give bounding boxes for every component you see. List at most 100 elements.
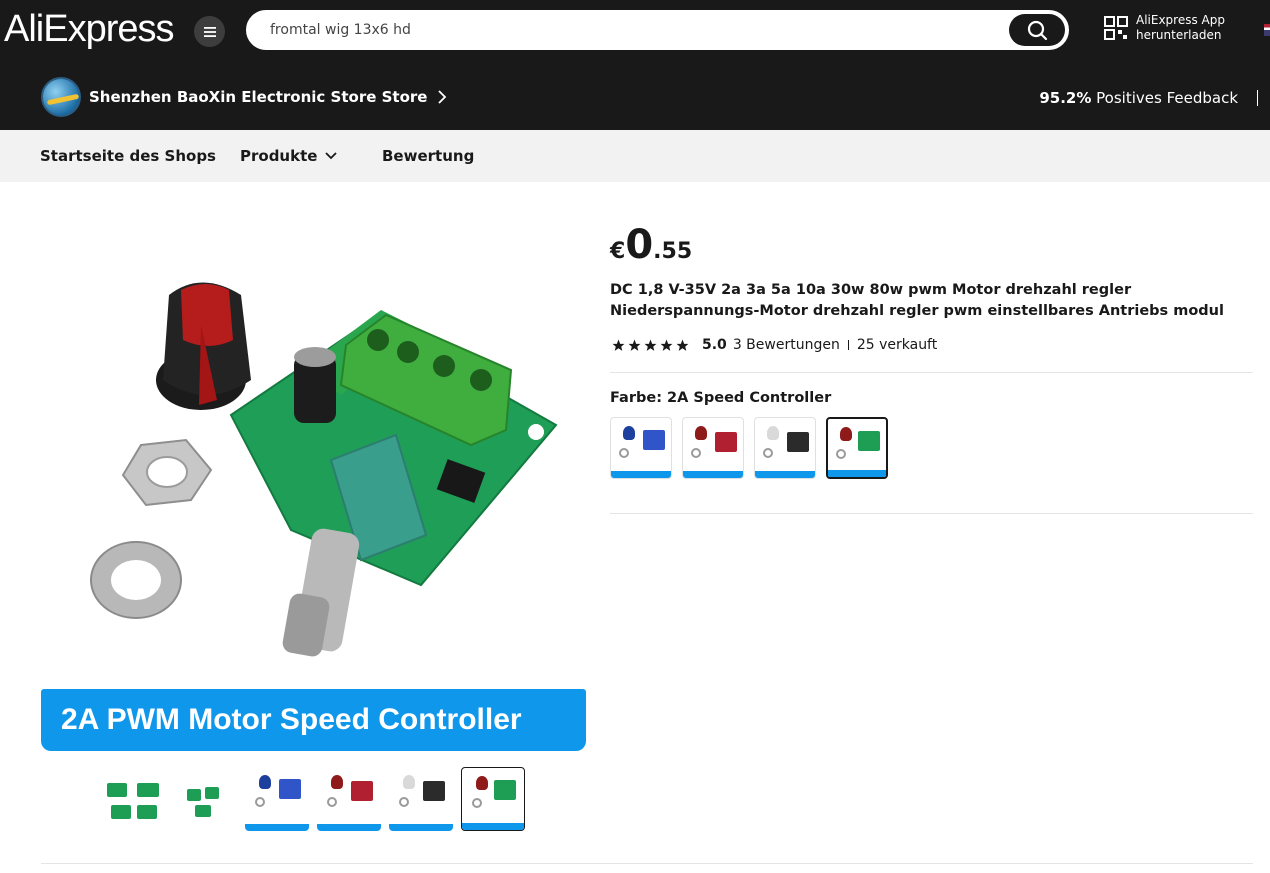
nav-products[interactable]: Produkte — [240, 147, 338, 165]
star-icon — [628, 339, 641, 351]
mini-knob — [476, 776, 488, 790]
mini-knob — [331, 775, 343, 789]
divider — [41, 863, 1253, 864]
thumbnail-strip — [101, 767, 533, 831]
mini-pcb — [137, 805, 157, 819]
mini-knob — [403, 775, 415, 789]
search-input[interactable] — [270, 22, 970, 38]
mini-knob — [840, 427, 852, 441]
thumbnail-2[interactable] — [173, 767, 237, 831]
nav-reviews[interactable]: Bewertung — [382, 147, 474, 165]
star-icon — [612, 339, 625, 351]
star-icon — [644, 339, 657, 351]
rating-divider — [847, 340, 849, 350]
app-download-line2: herunterladen — [1136, 28, 1222, 42]
qr-code-icon — [1104, 16, 1128, 40]
mini-ring — [255, 797, 265, 807]
feedback-divider — [1257, 90, 1258, 106]
mini-pcb — [279, 779, 301, 799]
mini-pcb — [715, 432, 737, 452]
thumbnail-3[interactable] — [245, 767, 309, 831]
rating-value: 5.0 — [702, 337, 727, 353]
app-download-text: AliExpress App herunterladen — [1136, 13, 1225, 43]
mini-banner — [683, 471, 743, 478]
thumbnail-5[interactable] — [389, 767, 453, 831]
menu-button[interactable] — [194, 16, 225, 47]
store-nav: Startseite des Shops Produkte Bewertung — [0, 130, 1270, 182]
color-option-4[interactable] — [826, 417, 888, 479]
hamburger-icon — [203, 26, 216, 37]
store-feedback: 95.2% Positives Feedback — [1039, 89, 1238, 107]
rating-stars — [612, 339, 692, 352]
color-label: Farbe: 2A Speed Controller — [610, 390, 832, 406]
nav-store-home[interactable]: Startseite des Shops — [40, 147, 216, 165]
search-button[interactable] — [1009, 14, 1065, 46]
mini-ring — [691, 448, 701, 458]
mini-pcb — [643, 430, 665, 450]
price-integer: 0 — [625, 222, 654, 268]
nav-reviews-label: Bewertung — [382, 147, 475, 165]
mini-pcb — [494, 780, 516, 800]
mini-banner — [389, 824, 453, 831]
app-download-link[interactable]: AliExpress App herunterladen — [1104, 13, 1225, 43]
price-decimal: .55 — [653, 239, 693, 264]
color-option-3[interactable] — [754, 417, 816, 479]
mini-knob — [767, 426, 779, 440]
product-price: €0.55 — [610, 222, 692, 268]
thumbnail-1[interactable] — [101, 767, 165, 831]
aliexpress-logo[interactable]: AliExpress — [4, 8, 174, 50]
mini-pcb — [195, 805, 211, 817]
mini-banner — [611, 471, 671, 478]
star-icon — [660, 339, 673, 351]
divider — [610, 513, 1253, 514]
search-icon — [1027, 20, 1048, 41]
reviews-link[interactable]: 3 Bewertungen — [732, 337, 840, 353]
mini-ring — [619, 448, 629, 458]
mini-ring — [763, 448, 773, 458]
mini-banner — [245, 824, 309, 831]
thumbnail-4[interactable] — [317, 767, 381, 831]
mini-pcb — [858, 431, 880, 451]
mini-banner — [828, 470, 886, 477]
price-currency: € — [610, 239, 626, 264]
mini-ring — [327, 797, 337, 807]
mini-knob — [623, 426, 635, 440]
mini-banner — [755, 471, 815, 478]
color-swatches — [610, 417, 898, 479]
store-name: Shenzhen BaoXin Electronic Store Store — [89, 88, 428, 106]
flag-icon[interactable] — [1264, 24, 1270, 36]
mini-knob — [695, 426, 707, 440]
mini-pcb — [351, 781, 373, 801]
mini-knob — [259, 775, 271, 789]
star-icon — [676, 339, 689, 351]
divider — [610, 372, 1253, 373]
mini-pcb — [205, 787, 219, 799]
header-bar: AliExpress AliExpress App herunterladen … — [0, 0, 1270, 130]
mini-pcb — [107, 783, 127, 797]
search-bar — [246, 10, 1069, 50]
thumbnail-6[interactable] — [461, 767, 525, 831]
mini-ring — [836, 449, 846, 459]
mini-banner — [462, 823, 524, 830]
color-option-1[interactable] — [610, 417, 672, 479]
mini-ring — [399, 797, 409, 807]
mini-pcb — [423, 781, 445, 801]
product-rating: 5.0 3 Bewertungen 25 verkauft — [612, 337, 937, 353]
mini-banner — [317, 824, 381, 831]
chevron-right-icon — [438, 90, 447, 104]
store-link[interactable]: Shenzhen BaoXin Electronic Store Store — [41, 77, 447, 117]
main-product-image[interactable] — [41, 200, 586, 752]
app-download-line1: AliExpress App — [1136, 13, 1225, 27]
product-banner: 2A PWM Motor Speed Controller — [41, 689, 586, 751]
pwm-controller-illustration — [90, 282, 558, 657]
nav-products-label: Produkte — [240, 147, 318, 165]
feedback-percentage: 95.2% — [1039, 89, 1092, 107]
mini-pcb — [111, 805, 131, 819]
mini-pcb — [137, 783, 159, 797]
color-option-2[interactable] — [682, 417, 744, 479]
store-avatar — [41, 77, 81, 117]
product-title: DC 1,8 V-35V 2a 3a 5a 10a 30w 80w pwm Mo… — [610, 282, 1224, 319]
sold-count: 25 verkauft — [856, 337, 938, 353]
mini-pcb — [187, 789, 201, 801]
chevron-down-icon — [325, 152, 338, 160]
